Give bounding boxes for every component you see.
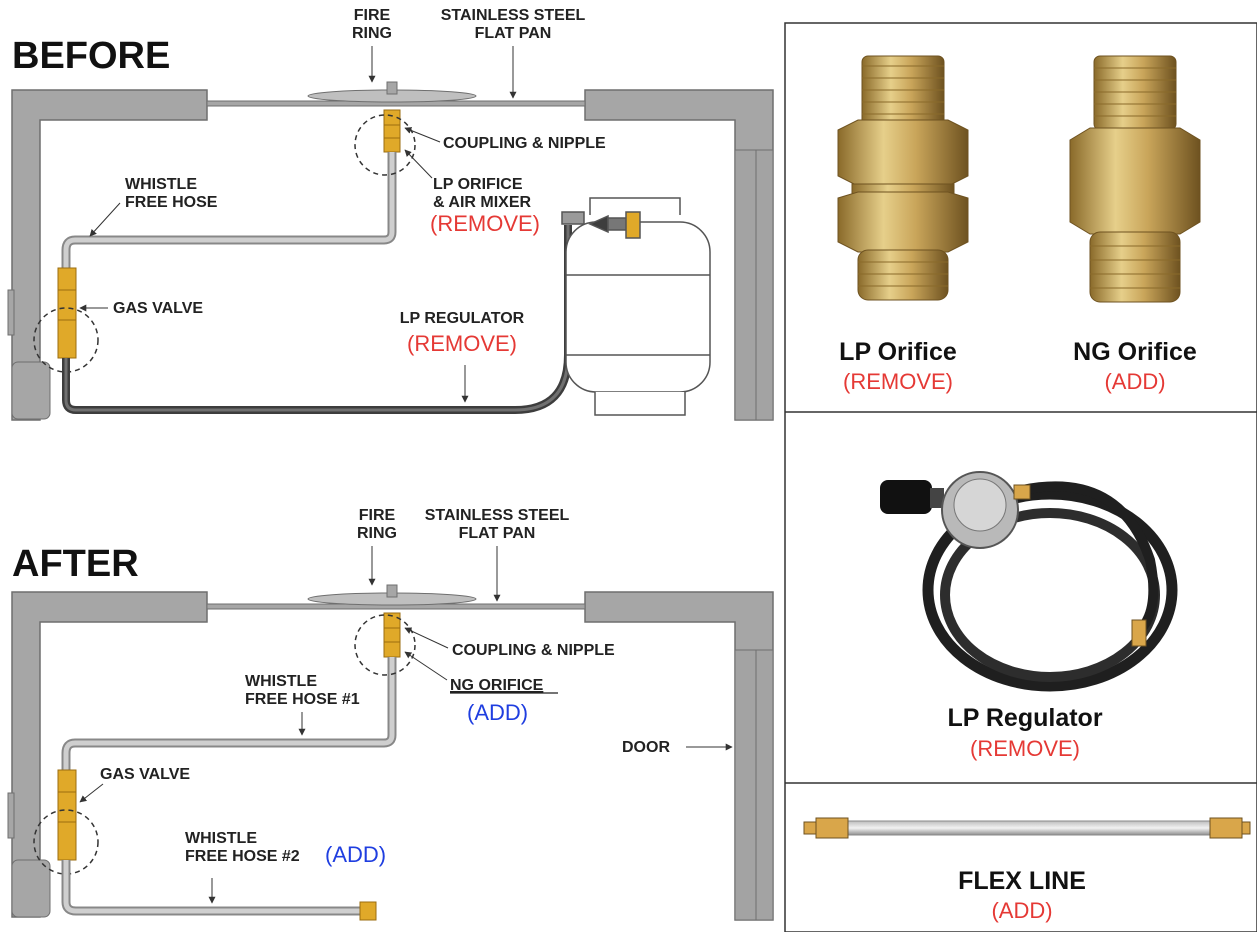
- coupling-label: COUPLING & NIPPLE: [443, 135, 606, 152]
- flex-line-name: FLEX LINE: [958, 867, 1086, 895]
- lp-orifice-label-1: LP ORIFICE: [433, 176, 523, 193]
- door-panel: [734, 149, 774, 421]
- valve-highlight-circle: [33, 809, 99, 875]
- lp-regulator-image: [880, 471, 1178, 692]
- orifice-highlight-circle: [354, 614, 416, 676]
- fire-ring-label-2: RING: [352, 25, 392, 42]
- hose2-action: (ADD): [325, 842, 386, 867]
- before-diagram: BEFORE: [7, 7, 774, 421]
- ng-orifice-label: NG ORIFICE: [450, 677, 544, 694]
- hose1-label-1: WHISTLE: [245, 673, 317, 690]
- hose-2-fitting: [359, 901, 377, 921]
- ng-orifice-part-action: (ADD): [1104, 369, 1165, 394]
- gas-valve-label: GAS VALVE: [113, 300, 203, 317]
- gas-valve-label: GAS VALVE: [100, 766, 190, 783]
- left-wall-bottom: [11, 361, 51, 420]
- orifice-highlight-circle: [354, 114, 416, 176]
- after-heading: AFTER: [12, 543, 139, 585]
- lp-orifice-label-2: & AIR MIXER: [433, 194, 532, 211]
- propane-tank: [561, 197, 711, 416]
- regulator-action: (REMOVE): [407, 331, 517, 356]
- fire-ring-label-1: FIRE: [359, 507, 396, 524]
- left-wall-bottom: [11, 859, 51, 918]
- ng-orifice-image: [1069, 55, 1201, 303]
- whistle-free-hose: [61, 152, 397, 270]
- door-panel: [734, 649, 774, 921]
- coupling-label: COUPLING & NIPPLE: [452, 642, 615, 659]
- flex-line-part-action: (ADD): [991, 898, 1052, 923]
- flex-line-image: [803, 817, 1251, 839]
- lp-regulator-name: LP Regulator: [947, 704, 1102, 732]
- lp-regulator-part-action: (REMOVE): [970, 736, 1080, 761]
- flat-pan-label-2: FLAT PAN: [475, 25, 552, 42]
- coupling-nipple: [383, 612, 401, 658]
- fire-ring-label-1: FIRE: [354, 7, 391, 24]
- ng-orifice-action: (ADD): [467, 700, 528, 725]
- gas-valve: [57, 267, 77, 359]
- before-heading: BEFORE: [12, 35, 170, 77]
- hose2-label-2: FREE HOSE #2: [185, 848, 300, 865]
- door-label: DOOR: [622, 739, 670, 756]
- flat-pan-label-2: FLAT PAN: [459, 525, 536, 542]
- hose-label-2: FREE HOSE: [125, 194, 218, 211]
- hose2-label-1: WHISTLE: [185, 830, 257, 847]
- hose1-label-2: FREE HOSE #1: [245, 691, 360, 708]
- flat-pan-label-1: STAINLESS STEEL: [441, 7, 586, 24]
- fire-ring-label-2: RING: [357, 525, 397, 542]
- whistle-free-hose-2: [61, 860, 362, 916]
- gas-valve: [57, 769, 77, 861]
- parts-panel: LP Orifice (REMOVE) NG Orifice (ADD) LP …: [784, 22, 1257, 932]
- lp-orifice-action: (REMOVE): [430, 211, 540, 236]
- lp-orifice-image: [837, 55, 969, 301]
- lp-orifice-part-action: (REMOVE): [843, 369, 953, 394]
- left-wall-tab: [7, 792, 15, 839]
- regulator-label: LP REGULATOR: [400, 310, 525, 327]
- after-diagram: AFTER FIRE RING STAINLESS STEEL FLAT PAN…: [7, 507, 774, 921]
- left-wall-tab: [7, 289, 15, 336]
- valve-highlight-circle: [33, 307, 99, 373]
- whistle-free-hose-1: [61, 657, 397, 772]
- hose-label-1: WHISTLE: [125, 176, 197, 193]
- lp-orifice-name: LP Orifice: [839, 338, 957, 366]
- flat-pan-label-1: STAINLESS STEEL: [425, 507, 570, 524]
- ng-orifice-name: NG Orifice: [1073, 338, 1197, 366]
